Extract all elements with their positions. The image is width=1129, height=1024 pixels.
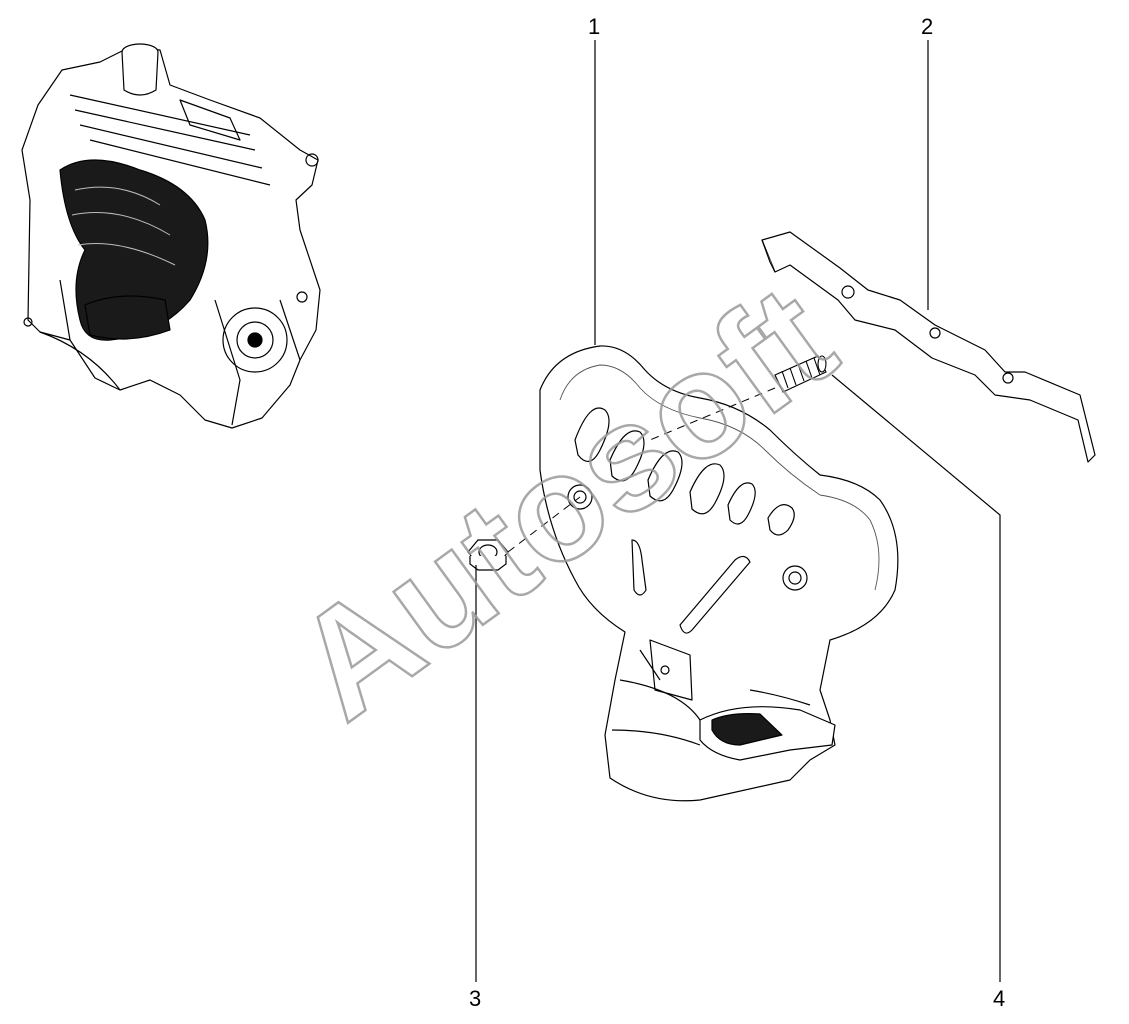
manifold-gasket bbox=[761, 231, 1096, 463]
callout-1: 1 bbox=[588, 14, 600, 39]
stud bbox=[774, 355, 827, 393]
nut bbox=[467, 539, 509, 571]
engine-overview-illustration bbox=[21, 43, 321, 429]
exhaust-manifold-heat-shield bbox=[539, 345, 899, 802]
assembly-axis-lines bbox=[507, 387, 776, 553]
callout-2: 2 bbox=[921, 14, 933, 39]
callout-4: 4 bbox=[993, 986, 1005, 1011]
leader-lines bbox=[475, 40, 1001, 982]
callout-3: 3 bbox=[469, 986, 481, 1011]
